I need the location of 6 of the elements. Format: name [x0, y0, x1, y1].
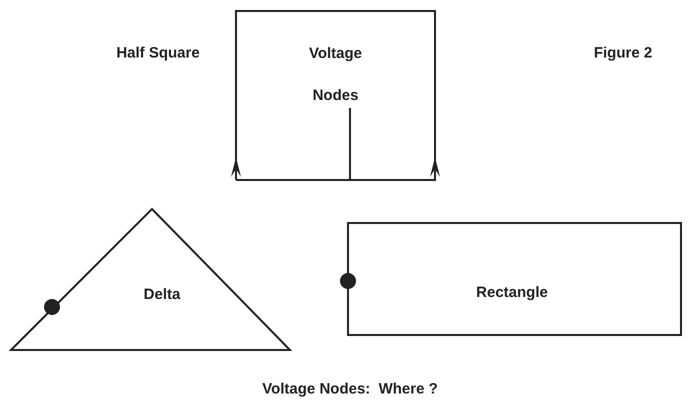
- node-label: Rectangle: [475, 284, 549, 302]
- node-label: Voltage Nodes: [308, 44, 364, 106]
- figure-label: Figure 2: [594, 44, 652, 62]
- node-label: Delta: [142, 286, 182, 304]
- caption: Voltage Nodes: Where ?: [262, 380, 438, 398]
- antenna-name: Half Square: [116, 44, 200, 62]
